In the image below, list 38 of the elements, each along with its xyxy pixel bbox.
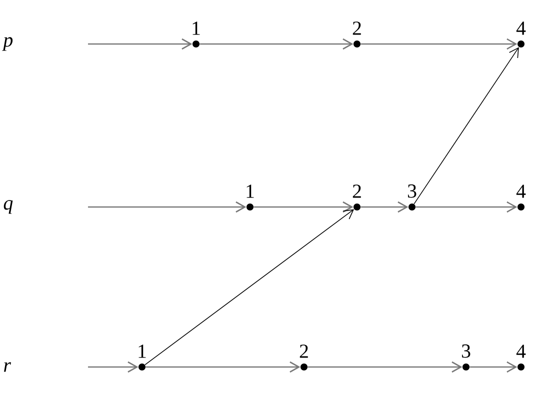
event-dot bbox=[192, 40, 200, 48]
timeline-arrow bbox=[88, 201, 246, 213]
timeline-arrow bbox=[88, 361, 138, 373]
timeline-arrow bbox=[88, 38, 192, 50]
timeline-arrow bbox=[360, 38, 518, 50]
event-dot bbox=[246, 204, 254, 210]
event-dot bbox=[518, 204, 525, 210]
event-number: 3 bbox=[462, 344, 470, 358]
event-number: 2 bbox=[352, 22, 361, 35]
event-dot bbox=[462, 364, 470, 370]
message-arrow bbox=[144, 209, 354, 366]
event-number: 2 bbox=[352, 184, 361, 198]
event-number: 1 bbox=[246, 184, 254, 198]
event-number: 1 bbox=[138, 344, 146, 358]
timeline-arrow bbox=[254, 201, 354, 213]
event-dot bbox=[138, 364, 146, 370]
process-label: p bbox=[2, 37, 13, 51]
timeline-arrow bbox=[470, 361, 518, 373]
event-number: 4 bbox=[516, 184, 526, 198]
event-dot bbox=[354, 40, 360, 48]
timeline-arrow bbox=[200, 38, 354, 50]
event-number: 2 bbox=[300, 344, 308, 358]
timeline-arrow bbox=[308, 361, 462, 373]
event-dot bbox=[408, 204, 416, 210]
event-dot bbox=[354, 204, 360, 210]
message-arrow bbox=[414, 47, 519, 204]
timeline-arrow bbox=[360, 201, 408, 213]
event-dot bbox=[518, 40, 525, 48]
event-dot bbox=[518, 364, 525, 370]
event-number: 1 bbox=[192, 22, 200, 35]
event-dot bbox=[300, 364, 308, 370]
process-label: q bbox=[4, 200, 13, 214]
event-number: 4 bbox=[516, 22, 526, 35]
timeline-arrow bbox=[146, 361, 300, 373]
timeline-arrow bbox=[416, 201, 518, 213]
process-label: r bbox=[4, 362, 12, 372]
event-number: 4 bbox=[516, 344, 526, 358]
event-number: 3 bbox=[408, 184, 416, 198]
